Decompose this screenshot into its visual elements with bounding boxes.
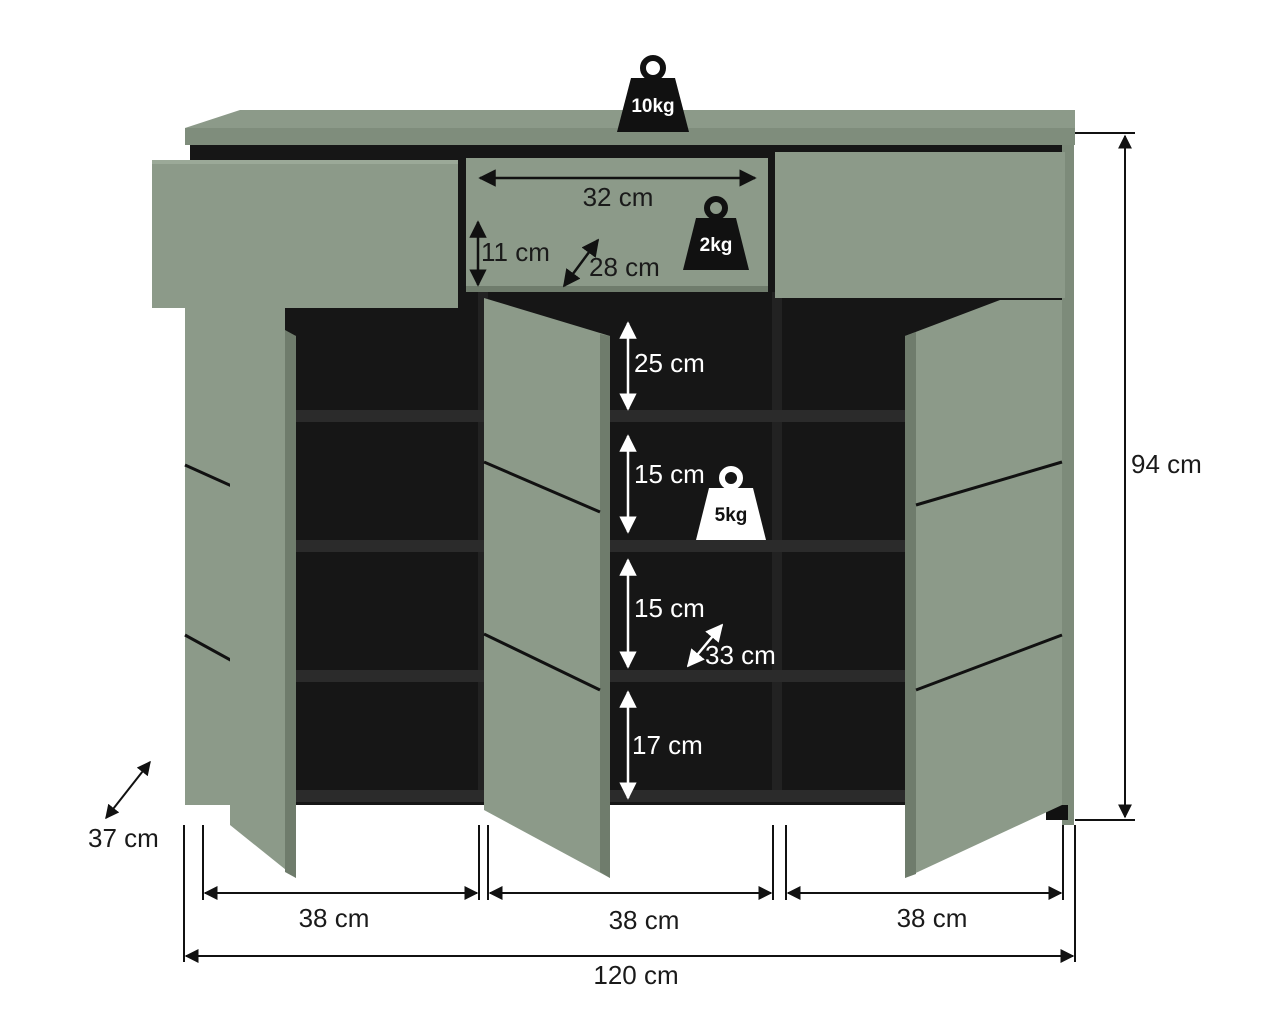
weight-top-label: 10kg (631, 96, 674, 117)
weight-icon: 2kg (683, 196, 749, 270)
section-right-label: 38 cm (897, 903, 968, 933)
total-width-label: 120 cm (593, 960, 678, 990)
section-left-label: 38 cm (299, 903, 370, 933)
drawer-depth-arrow (562, 238, 600, 288)
drawer-width-label: 32 cm (583, 182, 654, 212)
door-left[interactable] (230, 318, 296, 878)
weight-icon: 10kg (617, 55, 689, 132)
section-middle-label: 38 cm (609, 905, 680, 935)
side-panel-right (1062, 145, 1074, 825)
door-middle[interactable] (483, 298, 610, 878)
door-right[interactable] (905, 300, 1063, 878)
dimension-lines (469, 169, 757, 411)
total-depth-label: 37 cm (88, 823, 159, 853)
weight-drawer-label: 2kg (700, 235, 733, 256)
interior-dimension-lines (619, 434, 724, 800)
weight-icon: 5kg (696, 466, 766, 540)
outer-dimension-lines (105, 132, 1135, 963)
drawer-right[interactable] (775, 152, 1065, 298)
total-depth-arrow (105, 760, 151, 820)
shelf-1-label: 25 cm (634, 348, 705, 378)
total-height-label: 94 cm (1131, 449, 1202, 479)
weight-shelf-label: 5kg (715, 505, 748, 526)
drawer-height-label: 11 cm (481, 237, 550, 267)
shelf-depth-label: 33 cm (705, 640, 776, 670)
drawer-depth-label: 28 cm (589, 252, 660, 282)
shelf-2-label: 15 cm (634, 459, 705, 489)
shelf-3-label: 15 cm (634, 593, 705, 623)
drawer-left[interactable] (152, 160, 458, 308)
shelf-4-label: 17 cm (632, 730, 703, 760)
shelf-depth-arrow (686, 623, 724, 668)
